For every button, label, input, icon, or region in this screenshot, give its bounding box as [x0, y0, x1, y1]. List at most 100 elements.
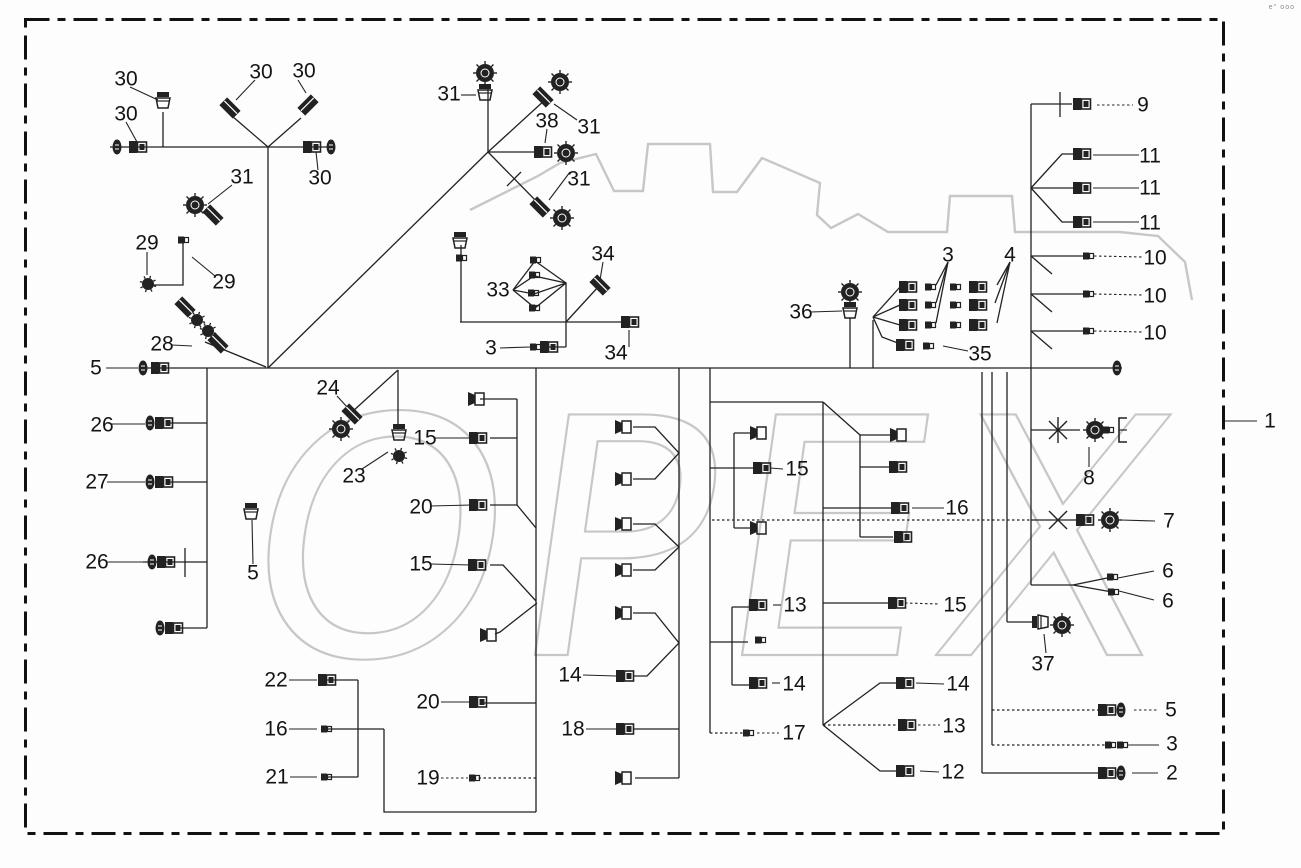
harness-wire [351, 369, 399, 413]
harness-wire [1030, 255, 1053, 275]
leader-line [1120, 519, 1156, 522]
harness-wire [633, 523, 680, 571]
connector-rect2 [899, 281, 918, 293]
harness-wire [994, 261, 1011, 304]
connector-round [554, 141, 578, 165]
connector-rect2 [303, 141, 322, 153]
connector-spk [615, 472, 632, 486]
connector-rect2 [753, 462, 772, 474]
connector-sm [1108, 588, 1120, 596]
connector-rect2 [534, 146, 553, 158]
connector-oval [1112, 360, 1122, 376]
connector-sm [950, 321, 962, 329]
leader-line [336, 395, 349, 409]
leader-line [942, 345, 969, 352]
connector-sm [923, 342, 935, 350]
connector-sm [530, 343, 542, 351]
connector-starX [1048, 510, 1068, 530]
leader-line [1093, 255, 1144, 258]
harness-wire [565, 285, 600, 323]
callout-label: 27 [85, 471, 108, 494]
connector-oval [145, 415, 155, 431]
connector-spk [890, 428, 907, 442]
harness-wire [516, 504, 537, 529]
connector-sm [1105, 741, 1117, 749]
leader-line [251, 519, 254, 565]
connector-spk [615, 771, 632, 785]
callout-label: 24 [316, 377, 340, 400]
watermark-text: OPEX [224, 350, 1203, 734]
connector-rect2 [155, 417, 174, 429]
connector-gear [139, 275, 157, 293]
callout-label: 31 [567, 168, 590, 191]
connector-oval [1116, 765, 1126, 781]
connector-spk [615, 606, 632, 620]
connector-oval [1116, 702, 1126, 718]
connector-gear [390, 447, 408, 465]
connectors-layer [112, 61, 1129, 785]
callout-label: 19 [416, 767, 439, 790]
leader-line [904, 602, 941, 605]
callout-label: 31 [577, 116, 600, 139]
connector-round [183, 193, 207, 217]
connector-rect2 [1073, 148, 1092, 160]
connector-sm [321, 773, 333, 781]
connector-sm [528, 289, 540, 297]
harness-wire [872, 316, 901, 326]
connector-tilt [532, 86, 554, 108]
leader-line [599, 261, 604, 281]
connector-sm [178, 236, 190, 244]
callout-label: 29 [212, 271, 235, 294]
callout-label: 5 [247, 562, 259, 585]
harness-wire [1030, 187, 1078, 223]
connector-spk [615, 517, 632, 531]
connector-rect2 [155, 476, 174, 488]
connector-sm [925, 321, 937, 329]
callout-label: 37 [1031, 653, 1054, 676]
connector-rect2 [969, 299, 988, 311]
callout-label: 26 [85, 551, 108, 574]
callout-label: 30 [114, 68, 137, 91]
connector-sm [755, 636, 767, 644]
connector-spk [750, 521, 767, 535]
connector-cap [1032, 614, 1049, 630]
leader-line [315, 151, 319, 171]
leader-line [919, 770, 940, 773]
connector-tilt [297, 94, 319, 116]
leader-line [1118, 590, 1155, 601]
callout-label: 34 [604, 342, 628, 365]
connector-cap [155, 92, 171, 109]
leader-line [125, 121, 138, 143]
harness-wire [872, 304, 901, 318]
connector-tilt [202, 204, 224, 226]
callout-label: 9 [1137, 94, 1149, 117]
callout-label: 5 [1165, 699, 1177, 722]
machine-silhouette-outline [469, 142, 1194, 301]
connector-rect2 [1073, 98, 1092, 110]
callout-label: 11 [1139, 177, 1161, 200]
callout-label: 31 [437, 83, 460, 106]
harness-wire [490, 564, 537, 602]
connector-bracketC [1118, 417, 1127, 443]
connector-sm [321, 725, 333, 733]
leader-line [429, 563, 472, 566]
connector-sm [925, 301, 937, 309]
leader-line [171, 344, 193, 347]
corner-mark: e° ooo [1268, 4, 1295, 11]
callout-label: 30 [249, 61, 272, 84]
harness-wire [1072, 584, 1113, 593]
harness-wire [267, 151, 489, 369]
connector-spk [750, 426, 767, 440]
leader-line [499, 346, 531, 349]
callout-label: 3 [942, 244, 954, 267]
connector-rect2 [1073, 216, 1092, 228]
harness-wire [487, 98, 547, 153]
harness-wire [996, 261, 1011, 286]
connector-tilt [219, 97, 241, 119]
leader-line [235, 79, 256, 101]
connector-rect2 [894, 531, 913, 543]
connector-rect2 [616, 723, 635, 735]
connector-sm [1083, 327, 1095, 335]
